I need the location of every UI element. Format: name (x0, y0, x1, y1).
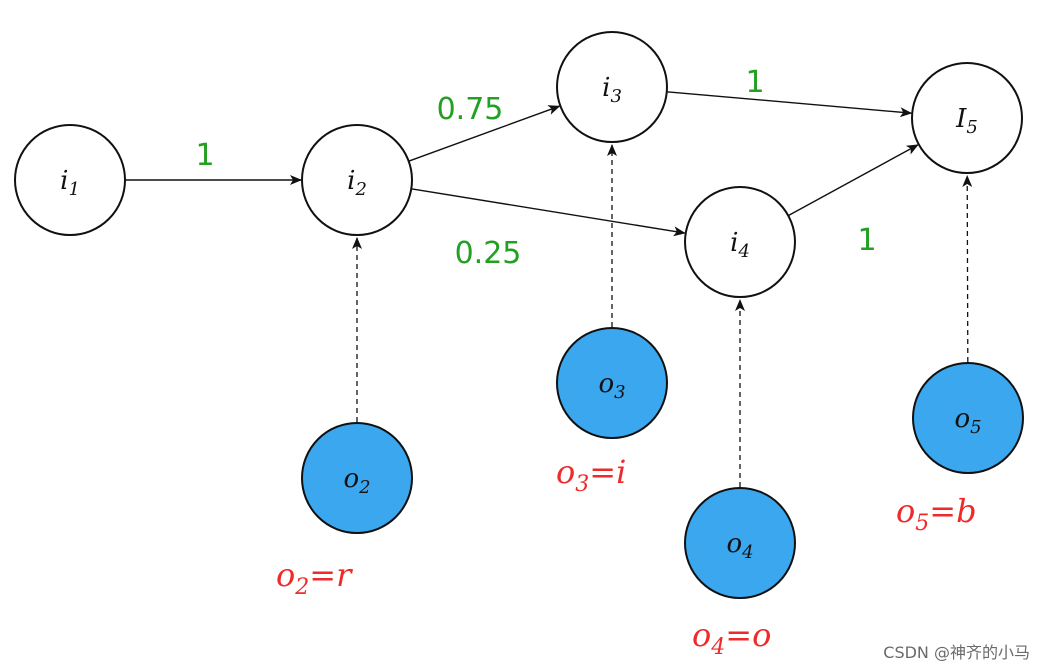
observation-equation-o2: o2=r (276, 556, 353, 600)
observation-links-layer (352, 144, 973, 487)
observation-link-o5-I5 (962, 174, 973, 363)
observation-node-o2 (301, 422, 413, 534)
state-node-i2 (301, 124, 413, 236)
edge-weight-i4-I5: 1 (857, 223, 876, 258)
edge-weight-i2-i3: 0.75 (437, 92, 504, 127)
node-label-o2: o2 (343, 464, 370, 498)
edges-layer (125, 91, 919, 237)
node-label-o5: o5 (954, 404, 981, 438)
edge-i3-I5 (666, 91, 913, 118)
edge-weight-i1-i2: 1 (195, 138, 214, 173)
edge-i4-I5 (787, 144, 919, 217)
node-label-i2: i2 (347, 166, 367, 200)
node-label-i1: i1 (60, 166, 80, 200)
observation-equation-o4: o4=o (692, 616, 771, 660)
node-label-i4: i4 (730, 228, 750, 262)
state-node-I5 (911, 62, 1023, 174)
nodes-layer (14, 31, 1024, 599)
node-label-I5: I5 (955, 104, 978, 138)
edge-i2-i4 (411, 188, 686, 237)
observation-equation-o5: o5=b (896, 492, 977, 536)
observation-node-o3 (556, 327, 668, 439)
watermark-text: CSDN @神齐的小马 (883, 643, 1030, 662)
observation-node-o5 (912, 362, 1024, 474)
edge-weight-i2-i4: 0.25 (455, 236, 522, 271)
state-node-i4 (684, 186, 796, 298)
observation-node-o4 (684, 487, 796, 599)
edge-i2-i3 (408, 105, 561, 162)
node-label-o3: o3 (598, 369, 625, 403)
state-node-i3 (556, 31, 668, 143)
node-label-i3: i3 (602, 73, 622, 107)
labels-layer: 1 0.75 0.25 1 1 i1 i2 i3 i4 I5 o2 o2=r o3 o3=i o4 o4=o o… (60, 65, 981, 660)
state-node-i1 (14, 124, 126, 236)
edge-weight-i3-I5: 1 (745, 65, 764, 100)
node-label-o4: o4 (726, 529, 753, 563)
observation-equation-o3: o3=i (556, 453, 626, 497)
